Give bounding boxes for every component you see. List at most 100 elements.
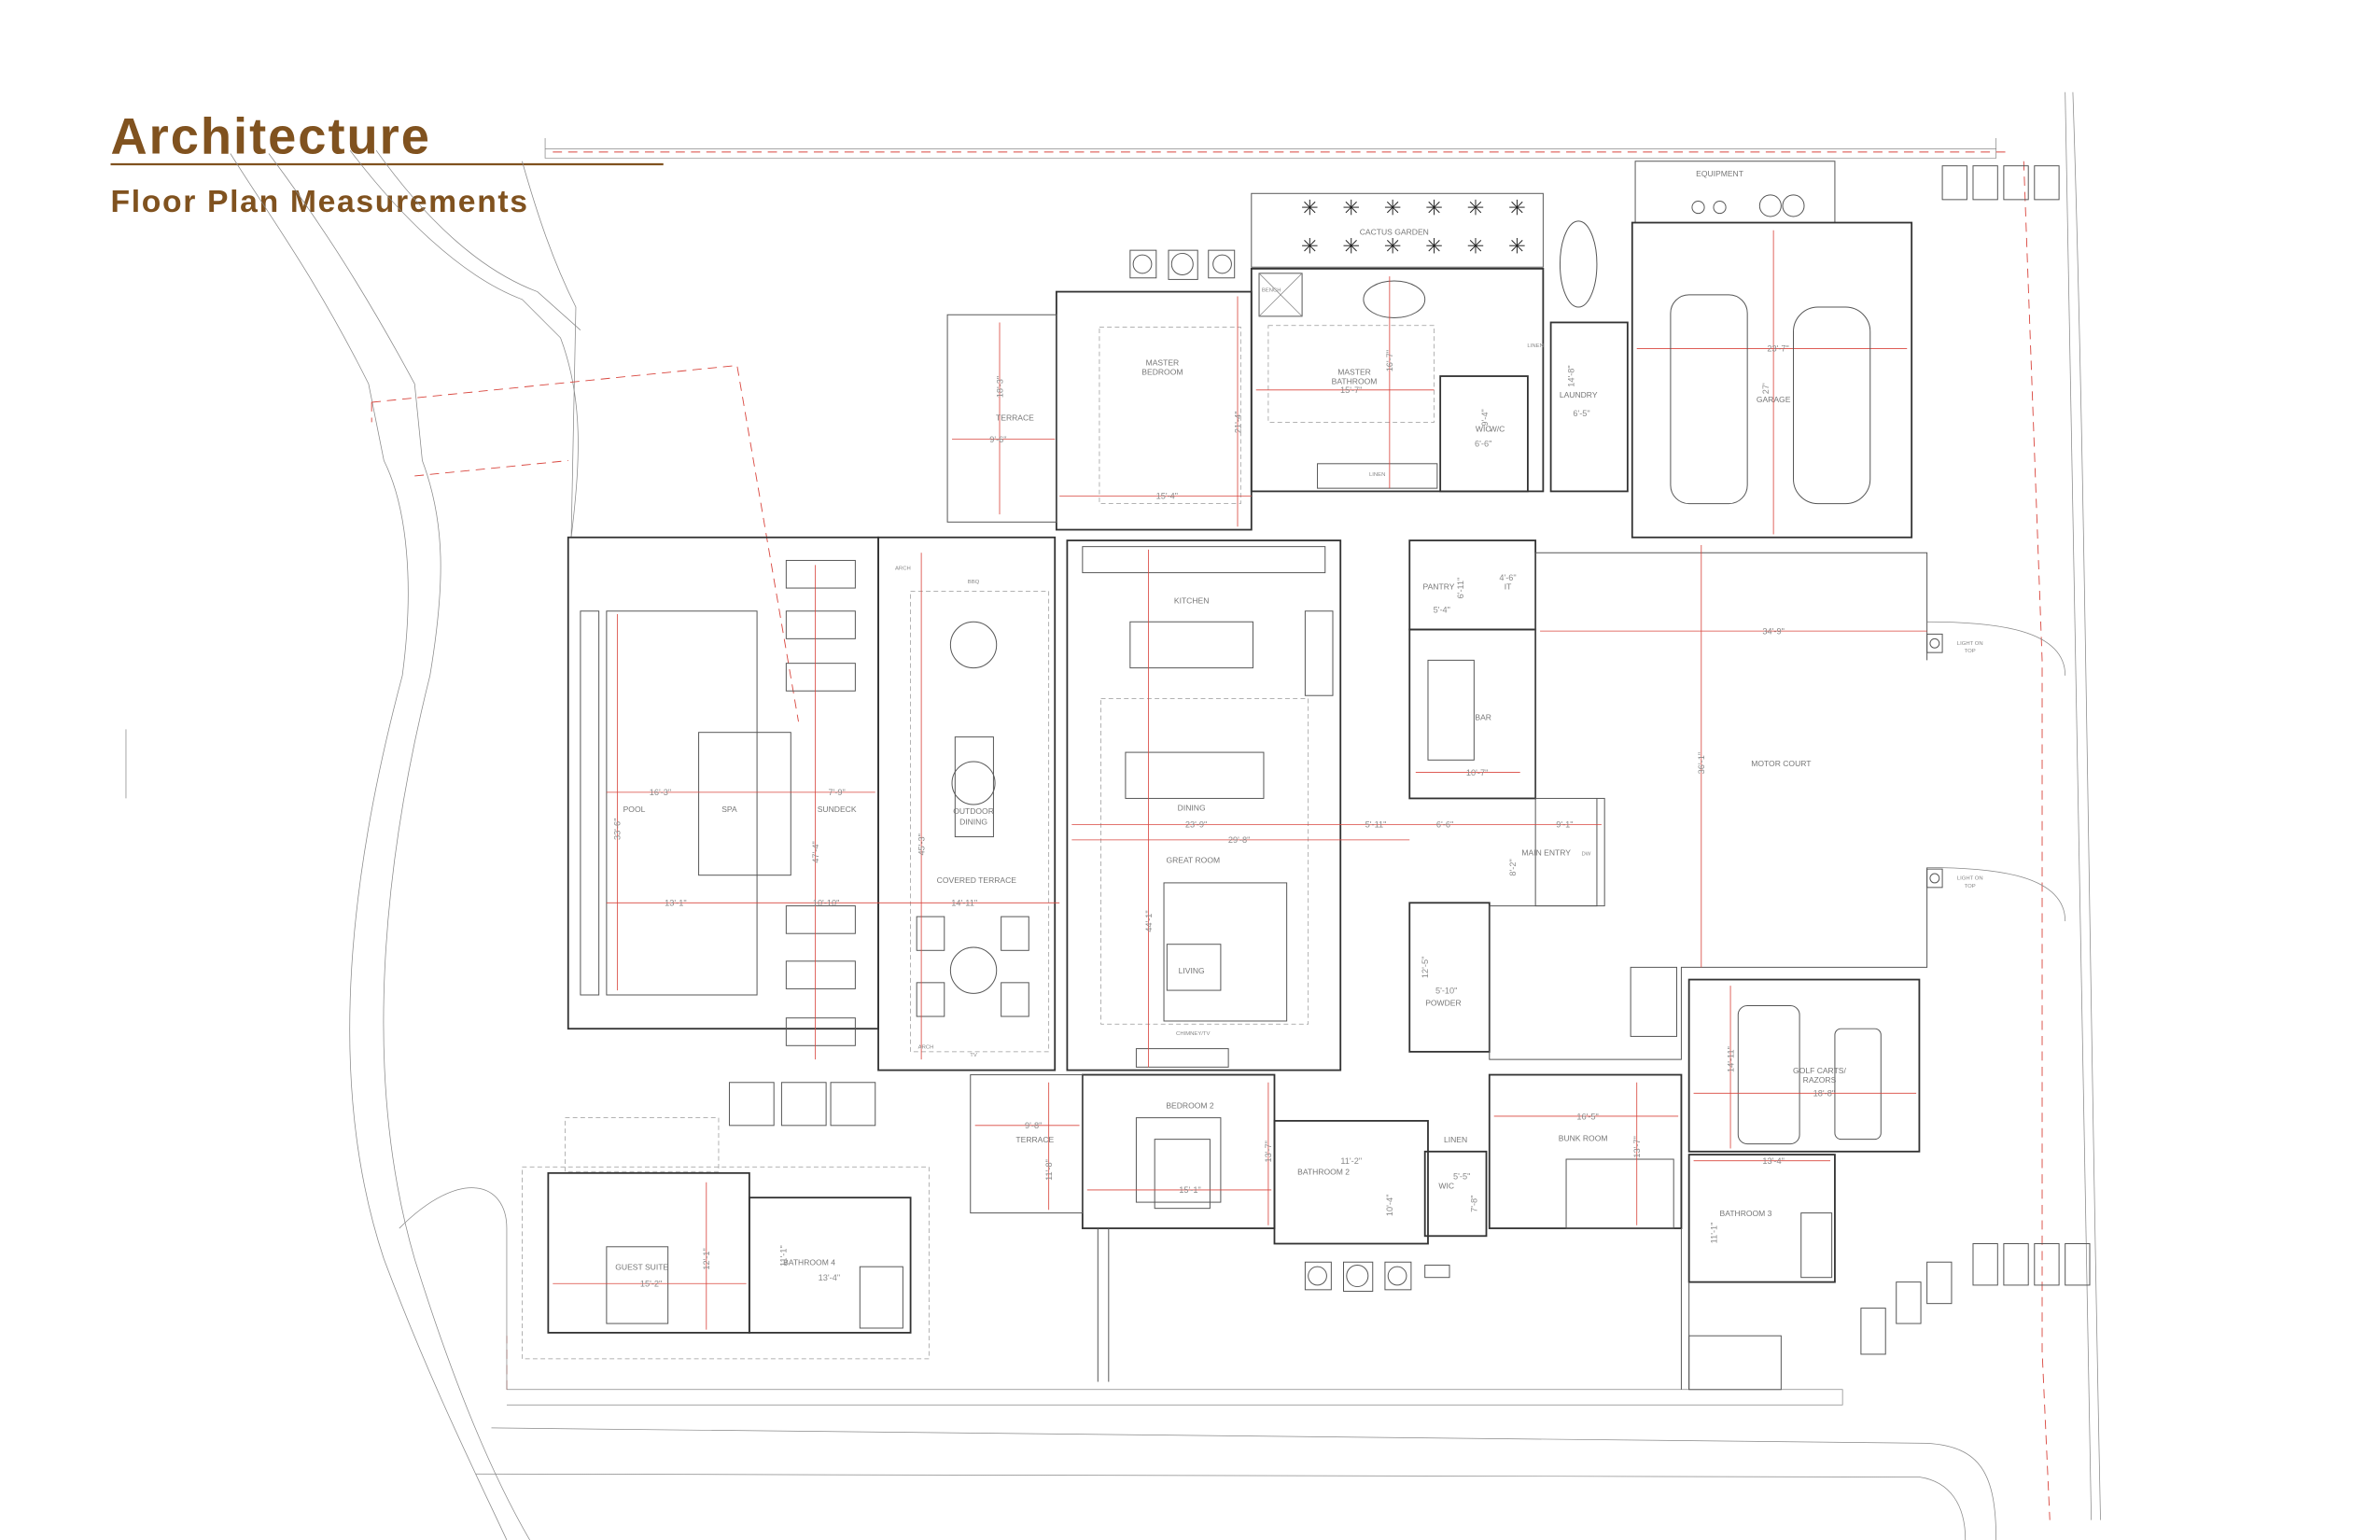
dim-wic-w: 6'-6"	[1475, 440, 1491, 449]
label-linen-master: LINEN	[1369, 472, 1385, 478]
cactus-icon	[1426, 237, 1442, 254]
dim-bathroom-3-w: 13'-4"	[1762, 1156, 1784, 1166]
garage-walls	[1631, 221, 1913, 539]
walls	[522, 161, 1928, 1391]
cactus-icon	[1343, 237, 1359, 254]
room-labels: CACTUS GARDEN EQUIPMENT MASTER BEDROOM M…	[615, 169, 1982, 1271]
dim-entry-w: 6'-6"	[1436, 820, 1453, 830]
dim-garage-w: 23'-7"	[1767, 344, 1788, 354]
bathroom-3-walls	[1687, 1154, 1836, 1283]
bathroom-4-walls	[748, 1197, 912, 1334]
dim-terrace-top-w: 9'-6"	[989, 435, 1006, 444]
label-light-top-2: TOP	[1965, 649, 1976, 654]
great-room-walls	[1066, 539, 1342, 1071]
pool-basin	[606, 610, 758, 996]
dim-garage-h: 27'	[1761, 383, 1771, 394]
label-cactus-garden: CACTUS GARDEN	[1360, 228, 1429, 237]
dim-main-entry-w: 9'-1"	[1556, 820, 1573, 830]
dim-great-room-w2: 29'-8"	[1228, 835, 1250, 845]
dim-bedroom-2-h: 13'-7"	[1264, 1141, 1273, 1162]
label-motor-court: MOTOR COURT	[1751, 759, 1812, 768]
label-bathroom-2: BATHROOM 2	[1297, 1167, 1350, 1176]
label-bar: BAR	[1475, 713, 1491, 722]
light-posts	[1926, 633, 1943, 889]
dim-great-room-w: 23'-9"	[1185, 820, 1207, 830]
dim-pool-w2: 13'-1"	[665, 899, 686, 908]
dim-bedroom-2-w: 15'-1"	[1179, 1185, 1200, 1195]
label-equipment: EQUIPMENT	[1696, 169, 1744, 178]
wic-lower-walls	[1423, 1150, 1488, 1238]
dim-hall-w: 5'-11"	[1365, 820, 1387, 830]
terrace-lower-area	[970, 1074, 1084, 1214]
label-wic-lower: WIC	[1438, 1181, 1454, 1190]
dim-master-bed-h: 21'-4"	[1233, 412, 1242, 433]
terrace-top-area	[946, 314, 1057, 523]
master-bedroom-walls	[1055, 290, 1253, 531]
dim-golf-w: 18'-8"	[1813, 1089, 1835, 1099]
label-bathroom-3: BATHROOM 3	[1720, 1209, 1772, 1218]
dim-motor-court-w: 34'-9"	[1762, 626, 1784, 636]
dim-sundeck-w2: 10'-10"	[813, 899, 840, 908]
dim-bathroom-4-h: 11'-1"	[778, 1245, 788, 1267]
dim-laundry-w: 6'-5"	[1573, 409, 1589, 418]
label-main-entry: MAIN ENTRY	[1521, 847, 1571, 857]
golf-cart-garage-walls	[1687, 978, 1921, 1153]
label-arch-bottom: ARCH	[918, 1045, 934, 1051]
dim-bathroom-2-w: 11'-2"	[1340, 1156, 1362, 1166]
dim-pantry-w: 5'-4"	[1434, 605, 1450, 614]
kitchen-island	[1129, 621, 1253, 669]
label-spa: SPA	[721, 805, 737, 814]
dim-wic-lower-w: 5'-5"	[1453, 1171, 1470, 1181]
dimension-labels: 15'-7" 16'-7" 21'-4" 15'-4" 18'-3" 9'-6"…	[613, 344, 1835, 1289]
cactus-icon	[1302, 237, 1318, 254]
dim-master-bath-h: 16'-7"	[1385, 350, 1394, 371]
dim-bunk-room-h: 13'-7"	[1632, 1136, 1642, 1157]
label-outdoor-dining-2: DINING	[959, 817, 987, 826]
pool-deck	[567, 536, 879, 1030]
dimension-lines	[553, 276, 1927, 1330]
sofa-sectional	[1163, 882, 1288, 1022]
dim-powder-w: 5'-10"	[1435, 986, 1457, 995]
label-guest-suite: GUEST SUITE	[615, 1262, 668, 1271]
pavers	[728, 165, 2091, 1355]
dining-table	[1125, 751, 1265, 799]
label-terrace-lower: TERRACE	[1015, 1135, 1054, 1144]
dim-master-bath-w: 15'-7"	[1340, 385, 1362, 395]
dim-covered-terrace-h: 45'-3"	[917, 833, 926, 855]
guest-roof-outline	[522, 1166, 930, 1360]
label-dw: DW	[1582, 851, 1591, 857]
site-lines	[125, 91, 2101, 1540]
master-bathroom-walls	[1250, 267, 1545, 493]
label-covered-terrace: COVERED TERRACE	[937, 875, 1017, 885]
cactus-icon	[1343, 199, 1359, 216]
dim-bathroom-3-h: 11'-1"	[1709, 1223, 1718, 1244]
label-it: IT	[1505, 582, 1512, 592]
cactus-icon	[1467, 199, 1484, 216]
cactus-icon	[1302, 199, 1318, 216]
cactus-icon	[1384, 199, 1401, 216]
label-bathroom-4: BATHROOM 4	[783, 1258, 835, 1267]
outdoor-dining-table	[916, 621, 1029, 1017]
label-bbq: BBQ	[968, 580, 980, 585]
bedroom-2-walls	[1081, 1073, 1276, 1229]
dim-master-bed-w: 15'-4"	[1156, 492, 1178, 501]
dim-bunk-room-w: 16'-5"	[1576, 1112, 1598, 1121]
label-dining: DINING	[1178, 804, 1206, 813]
label-wic-master: WIC	[1476, 424, 1491, 433]
dim-terrace-lower-h: 11'-8"	[1044, 1159, 1054, 1181]
car-sedan	[1793, 306, 1871, 505]
label-bench: BENCH	[1262, 288, 1281, 294]
label-laundry: LAUNDRY	[1560, 390, 1598, 399]
dim-bathroom-4-w: 13'-4"	[819, 1273, 840, 1282]
cactus-garden-area	[1251, 192, 1544, 268]
label-powder: POWDER	[1425, 999, 1461, 1008]
bathroom-2-walls	[1273, 1119, 1429, 1245]
cactus-icon	[1426, 199, 1442, 216]
label-arch-top: ARCH	[895, 566, 911, 571]
label-wc: W/C	[1490, 424, 1505, 433]
label-terrace-top: TERRACE	[996, 413, 1034, 423]
bunk-room-walls	[1488, 1073, 1683, 1229]
motor-court-outline	[1489, 552, 1928, 1060]
dim-pantry-h: 6'-11"	[1456, 578, 1465, 599]
